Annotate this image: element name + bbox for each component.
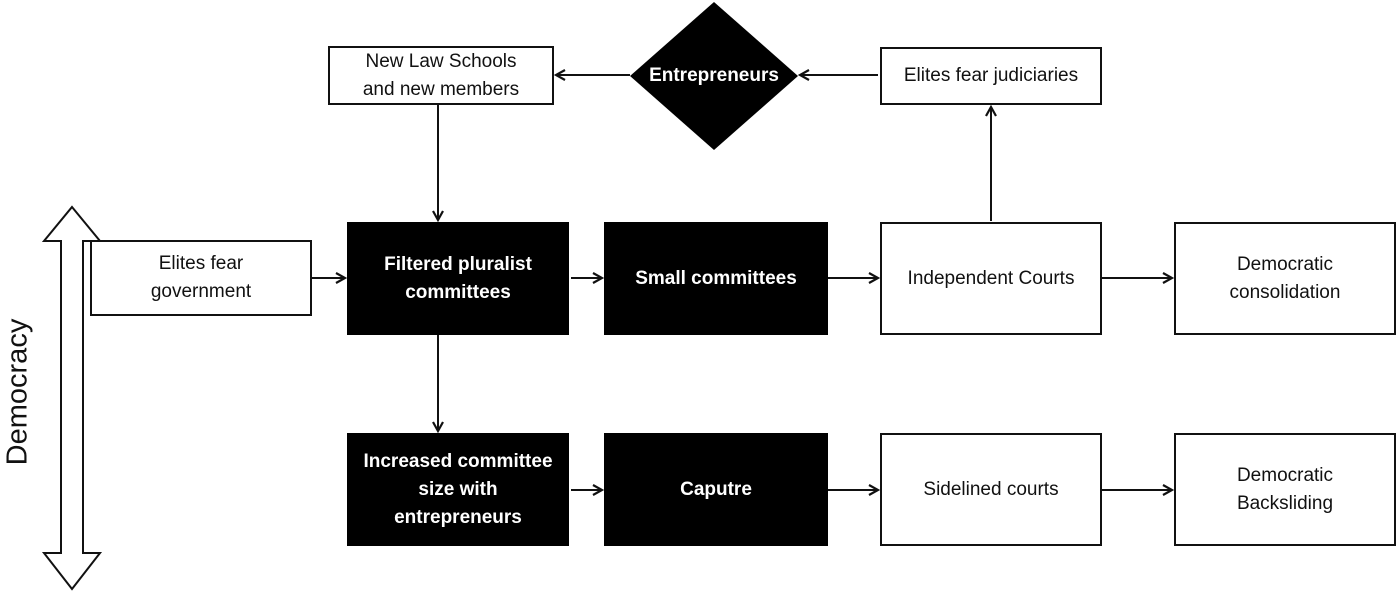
independent-courts-box: Independent Courts [880,222,1102,335]
caputre-box: Caputre [604,433,828,546]
elites-fear-judiciaries-line-1: Elites fear judiciaries [903,65,1079,86]
entrepreneurs-diamond [630,2,798,150]
democratic-backsliding-line-2: Backsliding [1236,492,1334,514]
democratic-consolidation-box: Democratic consolidation [1174,222,1396,335]
sidelined-courts-line-1: Sidelined courts [923,478,1059,500]
increased-committee-line-2: size with [418,478,498,500]
filtered-pluralist-line-2: committees [405,281,511,303]
elites-fear-government-line-2: government [150,281,252,302]
entrepreneurs-label: Entrepreneurs [649,65,779,86]
democratic-consolidation-line-2: consolidation [1229,281,1341,303]
new-law-schools-line-1: New Law Schools [365,50,517,72]
democracy-axis-label: Democracy [1,318,34,466]
democratic-backsliding-line-1: Democratic [1236,464,1334,486]
democratic-consolidation-line-1: Democratic [1236,253,1334,275]
new-law-schools-line-2: and new members [362,78,520,100]
democratic-backsliding-box: Democratic Backsliding [1174,433,1396,546]
increased-committee-size-box: Increased committee size with entreprene… [347,433,569,546]
elites-fear-judiciaries-box: Elites fear judiciaries [880,47,1102,105]
new-law-schools-box: New Law Schools and new members [328,46,554,105]
elites-fear-government-line-1: Elites fear [158,253,244,274]
increased-committee-line-1: Increased committee [363,450,553,472]
independent-courts-line-1: Independent Courts [907,267,1075,289]
small-committees-line-1: Small committees [635,267,797,289]
filtered-pluralist-line-1: Filtered pluralist [384,253,532,275]
sidelined-courts-box: Sidelined courts [880,433,1102,546]
increased-committee-line-3: entrepreneurs [394,506,522,528]
small-committees-box: Small committees [604,222,828,335]
elites-fear-government-box: Elites fear government [90,240,312,316]
democracy-double-arrow [41,205,103,591]
filtered-pluralist-committees-box: Filtered pluralist committees [347,222,569,335]
caputre-line-1: Caputre [680,478,752,500]
